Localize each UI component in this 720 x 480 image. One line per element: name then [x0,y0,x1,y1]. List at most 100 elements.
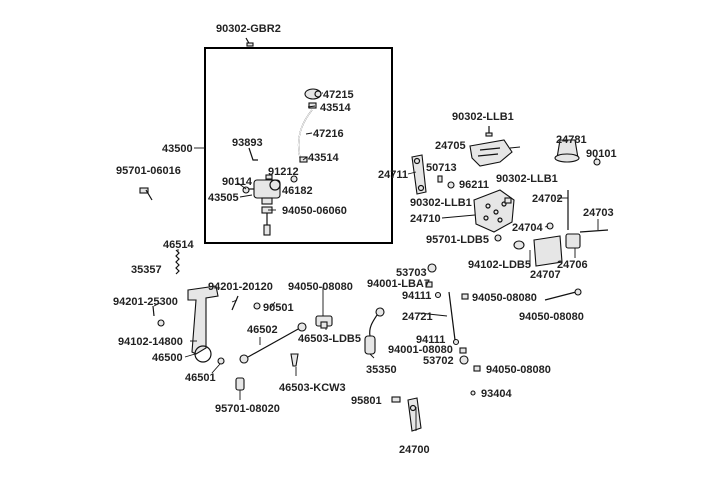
part-95701-ldb5 [494,234,502,242]
label-24704: 24704 [512,222,543,234]
label-24710: 24710 [410,213,441,225]
part-47215 [304,88,323,100]
label-46503-ldb5: 46503-LDB5 [298,333,361,345]
part-master-cylinder [244,179,281,205]
label-43514-upper: 43514 [320,102,351,114]
part-94050-08080-b [461,293,469,300]
part-90302-gbr2 [245,37,254,47]
label-95801: 95801 [351,395,382,407]
part-94050-08080-c-cable [544,288,582,301]
label-94050-08080-c: 94050-08080 [519,311,584,323]
part-46503-ldb5 [320,321,328,329]
label-47216: 47216 [313,128,344,140]
label-91212: 91212 [268,166,299,178]
part-24721-rod [448,291,456,341]
label-93893: 93893 [232,137,263,149]
part-93404 [470,390,476,396]
part-24703 [579,229,609,233]
label-94001-lba7: 94001-LBA7 [367,278,430,290]
part-35350-switch [364,307,385,355]
part-50713 [437,175,443,183]
label-35357: 35357 [131,264,162,276]
part-24781 [554,139,580,163]
part-24710-plate [473,189,515,233]
part-94050-08080-d [473,365,481,372]
part-93893 [248,147,258,161]
label-94050-08080-d: 94050-08080 [486,364,551,376]
label-24705: 24705 [435,140,466,152]
label-94102-ldb5: 94102-LDB5 [468,259,531,271]
label-50713: 50713 [426,162,457,174]
label-46502: 46502 [247,324,278,336]
label-24700: 24700 [399,444,430,456]
label-43500: 43500 [162,143,193,155]
label-95701-06016: 95701-06016 [116,165,181,177]
label-94201-25300: 94201-25300 [113,296,178,308]
label-47215: 47215 [323,89,354,101]
label-24702: 24702 [532,193,563,205]
label-94050-06060: 94050-06060 [282,205,347,217]
part-number-labels: 90302-GBR2 47215 43514 47216 43500 93893… [113,23,617,456]
label-90302-gbr2: 90302-GBR2 [216,23,281,35]
label-94111-a: 94111 [402,290,431,302]
label-46501: 46501 [185,372,216,384]
part-94001-lba7 [425,281,433,288]
label-24706: 24706 [557,259,588,271]
label-53702: 53702 [423,355,454,367]
label-46503-kcw3: 46503-KCW3 [279,382,346,394]
label-24703: 24703 [583,207,614,219]
part-46182 [290,175,298,183]
label-43505: 43505 [208,192,239,204]
label-90302-llb1-b: 90302-LLB1 [496,173,558,185]
label-24781: 24781 [556,134,587,146]
label-53703: 53703 [396,267,427,279]
leader-lines [153,105,599,431]
label-94001-08080: 94001-08080 [388,344,453,356]
part-90302-llb1-c [504,197,512,204]
label-95701-ldb5: 95701-LDB5 [426,234,489,246]
label-43514-lower: 43514 [308,152,339,164]
label-90114: 90114 [222,176,253,188]
part-24706-bracket [533,233,581,267]
part-24711-arm [411,154,427,195]
label-94050-08080-b: 94050-08080 [472,292,537,304]
part-53702 [459,355,469,365]
part-90114 [242,186,250,194]
label-94102-14800: 94102-14800 [118,336,183,348]
label-94201-20120: 94201-20120 [208,281,273,293]
part-46501 [217,357,225,365]
part-94111-b [452,338,460,346]
assembly-box-43500 [204,47,393,244]
label-90101: 90101 [586,148,617,160]
part-90302-llb1-a [485,126,493,137]
part-24705-cover [469,139,513,167]
part-46502-rod [239,322,307,364]
part-43514-upper [308,102,317,109]
label-90302-llb1-c: 90302-LLB1 [410,197,472,209]
part-46514-spring [175,249,180,275]
label-46514: 46514 [163,239,194,251]
label-94111-b: 94111 [416,334,445,346]
part-46503-kcw3 [290,353,299,367]
part-90101 [593,158,601,166]
label-90501: 90501 [263,302,294,314]
part-94111-a [434,291,442,299]
part-96211 [447,181,455,189]
label-95701-08020: 95701-08020 [215,403,280,415]
part-94102-14800 [157,319,165,327]
part-24700-lever [407,397,422,432]
part-94201-25300 [152,305,155,317]
part-95801 [391,396,401,403]
part-95701-06016 [139,187,153,201]
label-90302-llb1-a: 90302-LLB1 [452,111,514,123]
part-94102-ldb5 [513,240,525,250]
part-94001-08080 [459,347,467,354]
part-95701-08020 [235,377,245,391]
label-24711: 24711 [378,169,408,181]
label-24721: 24721 [402,311,433,323]
label-96211: 96211 [459,179,489,191]
part-94201-20120 [231,295,239,311]
part-90501 [253,302,261,310]
part-46500-pedal [187,285,219,363]
